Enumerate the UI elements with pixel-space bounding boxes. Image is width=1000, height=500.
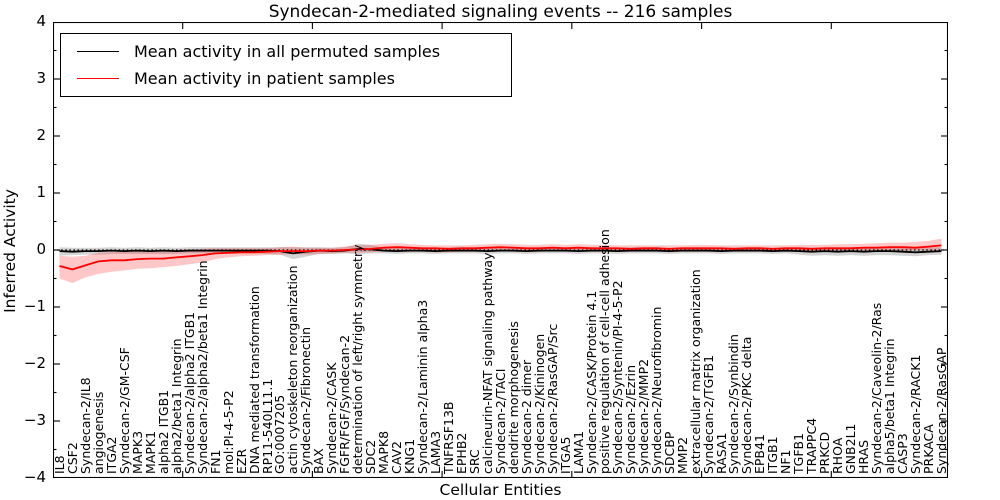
legend-line-sample: [77, 51, 119, 52]
x-category-label: Syndecan-2/CASK/Protein 4.1: [583, 290, 599, 474]
x-category-label: LAMA1: [570, 430, 586, 474]
y-tick-label: 2: [36, 126, 46, 145]
series-line-1: [59, 244, 942, 271]
x-category-label: Syndecan-2/TGFB1: [700, 354, 716, 474]
x-category-label: Syndecan-2/Kininogen: [531, 333, 547, 474]
x-category-label: Syndecan-2/alpha2/beta1 Integrin: [194, 260, 210, 474]
y-tick-label: 3: [36, 69, 46, 88]
confidence-band-1: [59, 238, 942, 284]
x-category-label: Syndecan-2/IL8: [77, 377, 93, 474]
x-category-label: Syndecan-2/MMP2: [635, 358, 651, 474]
y-tick-label: 0: [36, 240, 46, 259]
y-tick-label: −2: [23, 354, 46, 373]
x-category-label: extracellular matrix organization: [687, 269, 703, 474]
chart-title: Syndecan-2-mediated signaling events -- …: [268, 2, 733, 22]
x-category-label: Syndecan-2/Ezrin: [622, 364, 638, 474]
x-category-label: mol:PI-4-5-P2: [220, 390, 236, 474]
x-category-label: MAPK3: [129, 430, 145, 474]
x-axis-title: Cellular Entities: [439, 481, 562, 499]
x-category-label: MMP2: [674, 436, 690, 474]
y-tick-label: −1: [23, 297, 46, 316]
x-category-label: ITGA5: [557, 436, 573, 474]
x-category-label: Syndecan-2/RasGAP/Src: [544, 323, 560, 474]
x-category-label: Syndecan-2/GM-CSF: [116, 347, 132, 474]
x-category-label: Syndecan-2/Neurofibromin: [648, 306, 664, 474]
x-category-label: EZR: [233, 448, 249, 474]
x-category-label: angiogenesis: [90, 391, 106, 474]
x-category-label: ITGA2: [103, 436, 119, 474]
x-category-label: Syndecan-2/RasGAP: [934, 347, 949, 474]
legend-item-permuted: Mean activity in all permuted samples: [61, 42, 511, 61]
x-category-label: alpha2/beta1 Integrin: [168, 338, 184, 474]
x-category-label: alpha2 ITGB1: [155, 389, 171, 474]
x-category-label: positive regulation of cell-cell adhesio…: [596, 229, 612, 474]
x-category-label: CSF2: [64, 442, 80, 474]
y-tick-label: 4: [36, 12, 46, 31]
x-category-label: FN1: [207, 449, 223, 475]
series-line-0: [59, 247, 942, 255]
x-category-label: MAPK1: [142, 430, 158, 474]
legend: Mean activity in all permuted samples Me…: [60, 33, 512, 97]
x-category-label: SDCBP: [661, 431, 677, 474]
legend-line-sample: [77, 78, 119, 79]
legend-item-patient: Mean activity in patient samples: [61, 69, 511, 88]
legend-label: Mean activity in patient samples: [134, 69, 395, 88]
legend-label: Mean activity in all permuted samples: [134, 42, 441, 61]
y-axis-title: Inferred Activity: [1, 189, 19, 313]
x-category-label: Syndecan-2 dimer: [518, 359, 534, 474]
x-category-label: Syndecan-2/Syntenin/PI-4-5-P2: [609, 280, 625, 474]
y-tick-label: 1: [36, 183, 46, 202]
x-category-label: Syndecan-2/alpha2 ITGB1: [181, 311, 197, 474]
plot-frame: [53, 22, 948, 478]
y-tick-label: −4: [23, 468, 46, 487]
y-tick-label: −3: [23, 411, 46, 430]
x-category-label: DNA mediated transformation: [246, 286, 262, 474]
plot-area: [53, 22, 948, 478]
